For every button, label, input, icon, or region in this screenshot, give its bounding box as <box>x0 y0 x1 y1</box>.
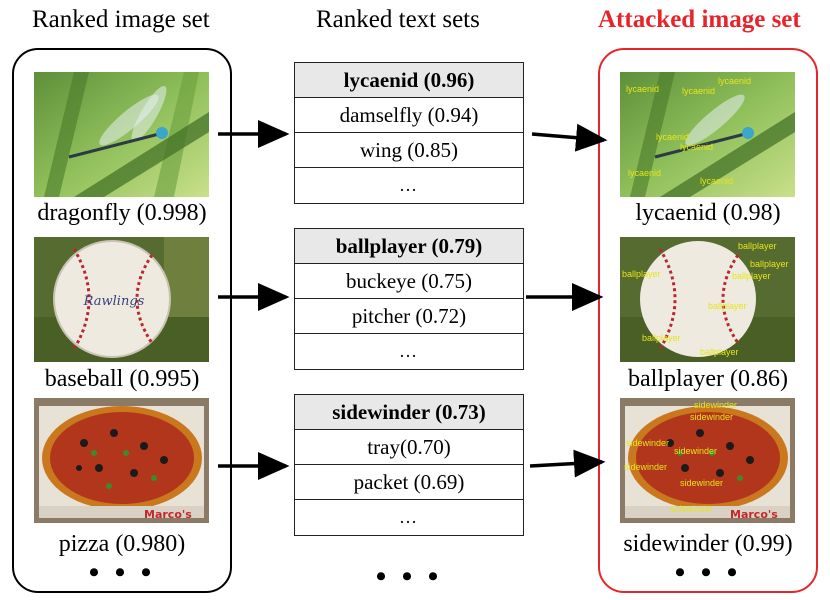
caption-attacked-pizza: sidewinder (0.99) <box>623 531 793 557</box>
caption-dragonfly: dragonfly (0.998) <box>37 200 207 226</box>
text-set-2: ballplayer (0.79) buckeye (0.75) pitcher… <box>294 228 524 370</box>
caption-attacked-baseball: ballplayer (0.86) <box>628 366 788 392</box>
attacked-pizza-image: Marco's sidewinder sidewinder sidewinder… <box>620 398 795 523</box>
overlay-word: ballplayer <box>732 271 771 281</box>
ranked-image-set-frame <box>12 48 232 593</box>
caption-baseball: baseball (0.995) <box>44 366 200 392</box>
text-set-1-item: damselfly (0.94) <box>295 98 523 133</box>
overlay-word: ballplayer <box>700 347 739 357</box>
arrow-text-to-attacked-1 <box>531 123 608 152</box>
arrow-text-to-attacked-3 <box>529 449 606 478</box>
text-set-2-top: ballplayer (0.79) <box>295 229 523 264</box>
text-set-1-ellipsis: … <box>399 175 419 195</box>
right-ellipsis: • • • <box>674 556 742 589</box>
overlay-word: sidewinder <box>626 438 670 448</box>
text-set-1: lycaenid (0.96) damselfly (0.94) wing (0… <box>294 62 524 204</box>
attacked-baseball-image: ballplayer ballplayer ballplayer ballpla… <box>620 237 795 362</box>
overlay-word: lycaenid <box>682 86 716 96</box>
attacked-dragonfly-image: lycaenid lycaenid lycaenid lycaenid lyca… <box>620 72 795 197</box>
overlay-word: sidewinder <box>690 412 734 422</box>
overlay-word: lycaenid <box>680 142 714 152</box>
overlay-word: sidewinder <box>694 400 738 410</box>
text-set-2-item: pitcher (0.72) <box>295 299 523 334</box>
baseball-image: Rawlings <box>34 237 209 362</box>
caption-attacked-dragonfly: lycaenid (0.98) <box>635 200 781 226</box>
overlay-word: lycaenid <box>700 176 734 186</box>
dragonfly-image <box>34 72 209 197</box>
svg-text:Rawlings: Rawlings <box>83 294 145 309</box>
middle-ellipsis: • • • <box>375 560 443 593</box>
overlay-word: sidewinder <box>670 504 714 514</box>
text-set-2-item: buckeye (0.75) <box>295 264 523 299</box>
text-set-3: sidewinder (0.73) tray(0.70) packet (0.6… <box>294 394 524 536</box>
overlay-word: sidewinder <box>680 478 724 488</box>
overlay-word: lycaenid <box>718 76 752 86</box>
overlay-word: sidewinder <box>624 462 668 472</box>
attacked-image-set-frame <box>598 48 818 593</box>
overlay-word: ballplayer <box>642 333 681 343</box>
overlay-word: ballplayer <box>622 269 661 279</box>
svg-text:Marco's: Marco's <box>144 508 192 521</box>
left-ellipsis: • • • <box>88 556 156 589</box>
overlay-word: ballplayer <box>738 241 777 251</box>
ranked-text-sets-title: Ranked text sets <box>316 6 480 33</box>
overlay-word: lycaenid <box>656 132 690 142</box>
pizza-image: Marco's <box>34 398 209 523</box>
overlay-word: ballplayer <box>708 301 747 311</box>
ranked-image-set-title: Ranked image set <box>32 6 210 33</box>
text-set-2-ellipsis: … <box>399 341 419 361</box>
text-set-3-item: packet (0.69) <box>295 465 523 500</box>
text-set-3-item: tray(0.70) <box>295 430 523 465</box>
text-set-1-top: lycaenid (0.96) <box>295 63 523 98</box>
overlay-word: lycaenid <box>626 84 660 94</box>
overlay-word: ballplayer <box>750 259 789 269</box>
attacked-image-set-title: Attacked image set <box>598 6 801 33</box>
caption-pizza: pizza (0.980) <box>58 531 186 557</box>
text-set-3-top: sidewinder (0.73) <box>295 395 523 430</box>
overlay-word: sidewinder <box>674 446 718 456</box>
svg-text:Marco's: Marco's <box>730 508 778 521</box>
text-set-3-ellipsis: … <box>399 507 419 527</box>
text-set-1-item: wing (0.85) <box>295 133 523 168</box>
overlay-word: lycaenid <box>628 168 662 178</box>
